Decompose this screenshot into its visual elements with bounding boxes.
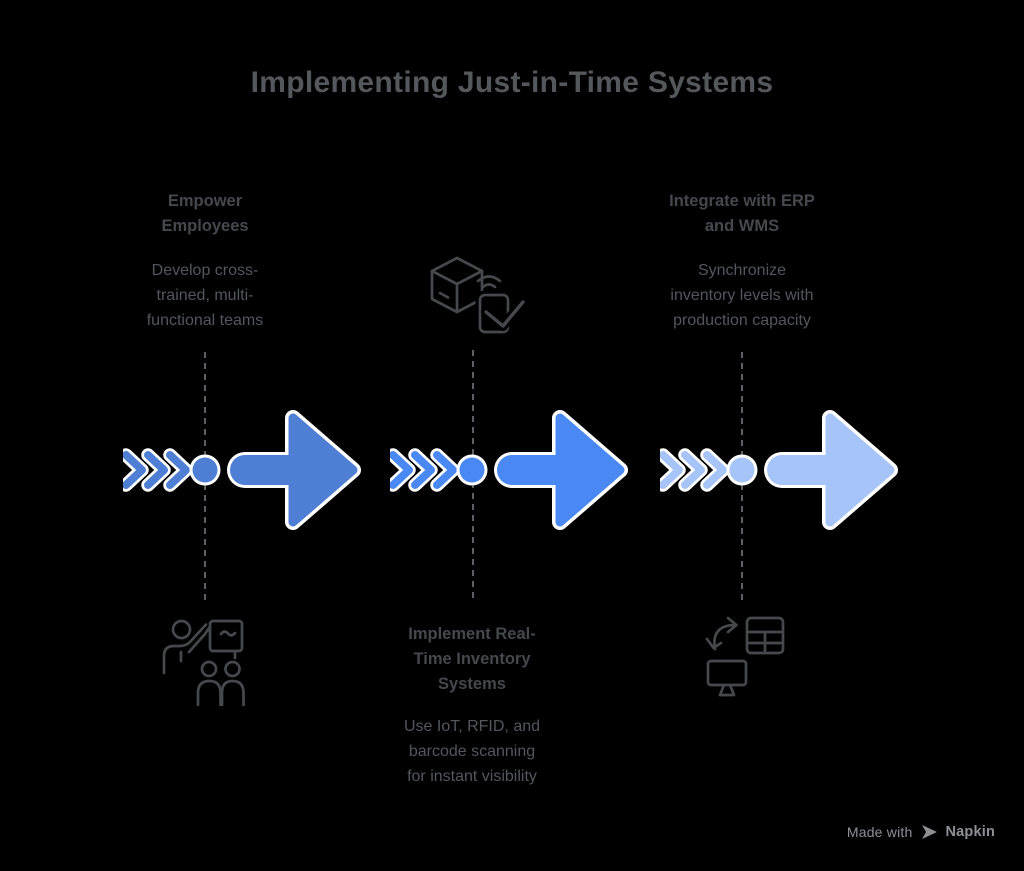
arrow-head (825, 413, 895, 527)
watermark-brand: Napkin (945, 824, 995, 840)
text-line: Employees (161, 217, 249, 235)
chevron-icon (433, 451, 457, 489)
text-line: for instant visibility (407, 768, 537, 785)
step3-heading: Integrate with ERP and WMS (627, 189, 857, 239)
chevron-icon (411, 451, 435, 489)
text-line: Develop cross- (151, 262, 259, 279)
step1-body: Develop cross- trained, multi- functiona… (90, 258, 320, 333)
chevron-icon (144, 451, 168, 489)
progress-dot (729, 457, 755, 483)
text-line: and WMS (704, 217, 780, 235)
arrow-group-3 (660, 410, 898, 530)
arrow-group-1 (123, 410, 361, 530)
sync-erp-monitor-icon (705, 616, 785, 697)
text-line: Synchronize (697, 262, 787, 279)
napkin-logo-icon (922, 825, 938, 839)
chevron-icon (703, 451, 727, 489)
package-scan-icon (430, 256, 526, 337)
chevron-icon (681, 451, 705, 489)
chevron-icon (166, 451, 190, 489)
text-line: Integrate with ERP (669, 192, 815, 210)
text-line: Empower (167, 192, 243, 210)
chevron-icon (390, 451, 413, 489)
text-line: Systems (438, 675, 506, 693)
step2-body: Use IoT, RFID, and barcode scanning for … (357, 714, 587, 789)
text-line: trained, multi- (156, 287, 254, 304)
arrow-head (288, 413, 358, 527)
text-line: functional teams (146, 312, 264, 329)
step3-body: Synchronize inventory levels with produc… (627, 258, 857, 333)
text-line: Use IoT, RFID, and (403, 718, 541, 735)
chevron-icon (660, 451, 683, 489)
watermark-text: Made with (846, 824, 913, 840)
arrow-head (555, 413, 625, 527)
arrow-group-2 (390, 410, 628, 530)
step2-heading: Implement Real- Time Inventory Systems (357, 622, 587, 697)
text-line: Time Inventory (413, 650, 531, 668)
progress-dot (459, 457, 485, 483)
progress-dot (192, 457, 218, 483)
text-line: inventory levels with (670, 287, 814, 304)
text-line: barcode scanning (408, 743, 536, 760)
chevron-icon (123, 451, 146, 489)
step1-heading: Empower Employees (90, 189, 320, 239)
text-line: production capacity (673, 312, 811, 329)
text-line: Implement Real- (408, 625, 536, 643)
page-title: Implementing Just-in-Time Systems (250, 66, 774, 99)
watermark: Made with Napkin (847, 822, 995, 842)
training-presentation-icon (162, 619, 245, 706)
